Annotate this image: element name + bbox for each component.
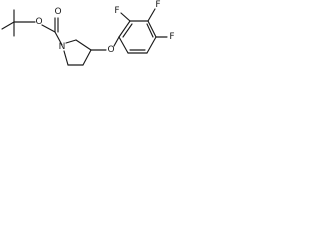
- bond-aryl-c4-c5: [146, 36, 157, 54]
- fluorine-meta-label: F: [169, 32, 174, 42]
- bond-ester-oxygen-to-carbonyl: [41, 24, 56, 33]
- bond-aryl-inner-double-b: [146, 23, 154, 38]
- molecule-structure: O O N O F F F: [1, 0, 175, 66]
- bond-aryl-c3-c4: [147, 20, 157, 38]
- ester-oxygen-label: O: [35, 17, 42, 27]
- bond-carbonyl-to-nitrogen: [54, 31, 63, 46]
- carbonyl-oxygen-label: O: [54, 7, 61, 17]
- ring-nitrogen-label: N: [59, 42, 66, 52]
- bond-ether-oxygen-to-aryl: [113, 36, 120, 47]
- bond-aryl-to-fluorine-ortho: [120, 12, 131, 22]
- bond-lines: [1, 8, 168, 66]
- bond-aryl-c6-c1: [118, 36, 129, 54]
- bond-nitrogen-to-ring-c2: [65, 39, 77, 44]
- ether-oxygen-label: O: [107, 45, 114, 55]
- bond-ring-c5-to-nitrogen: [63, 50, 69, 66]
- fluorine-para-label: F: [155, 0, 160, 10]
- atom-labels: O O N O F F F: [35, 0, 174, 55]
- bond-aryl-to-fluorine-para: [147, 8, 156, 22]
- bond-ring-c3-c4: [82, 49, 92, 66]
- bond-aryl-inner-double-a: [122, 23, 133, 38]
- fluorine-ortho-label: F: [114, 6, 119, 16]
- bond-tbutyl-methyl-left: [1, 21, 15, 30]
- bond-aryl-c1-c2: [118, 20, 131, 38]
- bond-ring-c2-c3: [75, 39, 92, 51]
